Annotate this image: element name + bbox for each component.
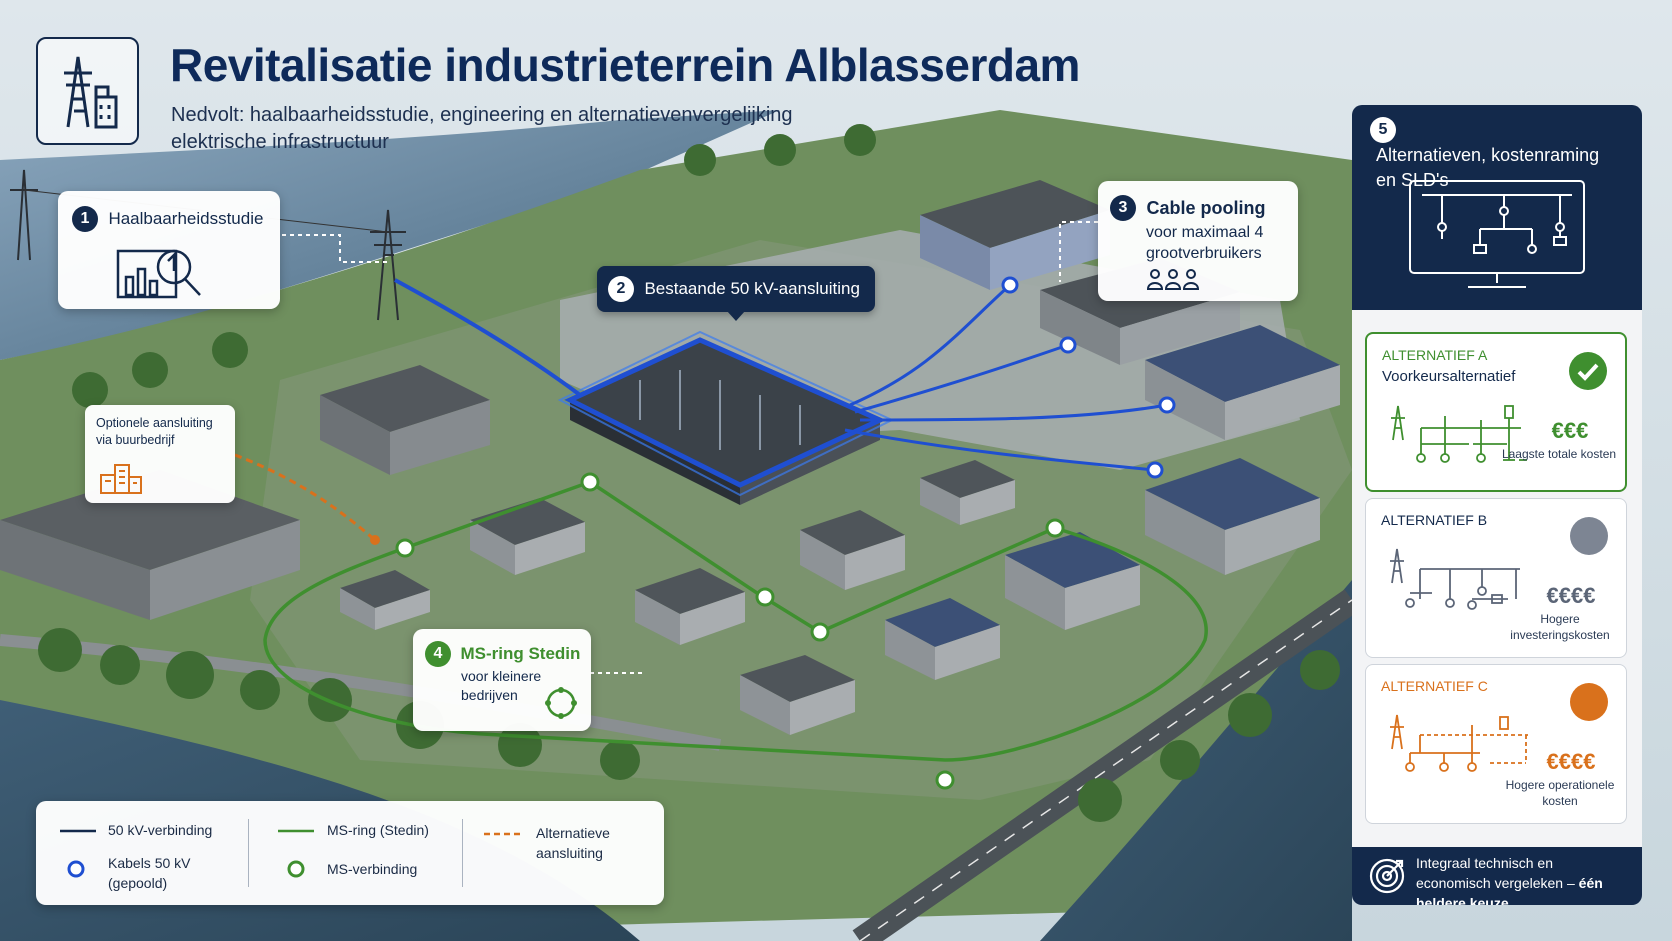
alternative-note: Hogere investeringskosten <box>1510 612 1610 642</box>
alternative-cost: €€€€ <box>1546 749 1596 774</box>
highway-marking <box>859 599 1353 941</box>
map-legend: 50 kV-verbinding Kabels 50 kV (gepoold) … <box>36 801 664 905</box>
callout-label: Haalbaarheidsstudie <box>108 209 264 228</box>
alternative-c-card: ALTERNATIEF C €€€€ Hogere operationele k… <box>1365 664 1627 824</box>
ms-ring <box>263 480 1208 762</box>
legend-label: 50 kV-verbinding <box>108 822 213 838</box>
page-title: Revitalisatie industrieterrein Alblasser… <box>170 39 1080 91</box>
legend-circle-green <box>287 860 305 878</box>
building <box>920 460 1015 525</box>
building <box>320 365 490 475</box>
step-number: 1 <box>72 206 98 232</box>
building <box>740 655 855 735</box>
footer-text: Integraal technisch en economisch vergel… <box>1416 855 1579 891</box>
legend-line-ms-ring <box>278 829 314 833</box>
alternative-b-card: ALTERNATIEF B €€€€ Hogere investeringsko… <box>1365 498 1627 658</box>
callout-label: Optionele aansluiting via buurbedrijf <box>96 416 213 447</box>
callout-title: Cable pooling <box>1146 197 1266 218</box>
cable-endpoint <box>1001 276 1176 479</box>
building <box>340 570 430 630</box>
building <box>470 498 585 575</box>
step-number: 4 <box>425 641 451 667</box>
alternative-connection <box>234 453 376 542</box>
footer-emphasis: één heldere keuze. <box>1416 875 1603 905</box>
building <box>800 510 905 590</box>
legend-line-alternative <box>484 832 524 836</box>
alternative-note: Laagste totale kosten <box>1501 447 1617 461</box>
status-dot <box>1570 683 1608 721</box>
ring-icon <box>545 687 577 719</box>
callout-feasibility: 1 Haalbaarheidsstudie <box>58 191 280 309</box>
callout-cable-pooling: 3 Cable pooling voor maximaal 4 grootver… <box>1098 181 1298 301</box>
legend-label: MS-verbinding <box>327 861 418 877</box>
pylon-building-icon <box>64 56 118 129</box>
panel-footer: Integraal technisch en economisch vergel… <box>1416 853 1631 905</box>
callout-ms-ring: 4 MS-ring Stedin voor kleinere bedrijven <box>413 629 591 731</box>
alternative-name: ALTERNATIEF A <box>1382 347 1488 363</box>
building <box>1145 458 1320 575</box>
legend-label: Alternatieve aansluiting <box>536 825 610 861</box>
check-icon <box>1569 352 1607 390</box>
alternative-description: Voorkeursalternatief <box>1382 368 1516 385</box>
panel-header: 5 Alternatieven, kostenraming en SLD's <box>1370 117 1630 193</box>
callout-optional-connection: Optionele aansluiting via buurbedrijf <box>85 405 235 503</box>
target-icon <box>1369 858 1405 894</box>
building <box>635 568 745 645</box>
step-number: 2 <box>608 276 634 302</box>
users-icon <box>1146 269 1200 290</box>
step-number: 3 <box>1110 195 1136 221</box>
callout-label: Bestaande 50 kV-aansluiting <box>644 279 860 298</box>
road <box>0 634 722 751</box>
callout-title: MS-ring Stedin <box>460 644 581 663</box>
callout-body: voor kleinere bedrijven <box>461 668 542 703</box>
building <box>920 180 1110 290</box>
alternatives-panel: 5 Alternatieven, kostenraming en SLD's A… <box>1352 105 1642 905</box>
single-line-diagram-icon <box>1390 548 1520 610</box>
alternative-node <box>370 535 380 545</box>
single-line-diagram-icon <box>1391 405 1527 463</box>
alternative-name: ALTERNATIEF B <box>1381 512 1488 528</box>
panel-body: ALTERNATIEF A Voorkeursalternatief <box>1352 310 1642 847</box>
legend-label: MS-ring (Stedin) <box>327 822 429 838</box>
logo <box>36 37 139 145</box>
monitor-sld-icon <box>1409 180 1585 288</box>
single-line-diagram-icon <box>1390 714 1528 772</box>
building <box>885 598 1000 680</box>
alternative-cost: €€€ <box>1551 418 1589 443</box>
step-number: 5 <box>1370 117 1396 143</box>
ms-node <box>395 472 1065 790</box>
alternative-name: ALTERNATIEF C <box>1381 678 1488 694</box>
callout-body: voor maximaal 4 grootverbruikers <box>1146 224 1264 262</box>
river-right <box>1040 580 1352 941</box>
cable-pooling-lines <box>394 278 1168 472</box>
status-dot <box>1570 517 1608 555</box>
alternative-cost: €€€€ <box>1546 583 1596 608</box>
alternative-a-card: ALTERNATIEF A Voorkeursalternatief <box>1365 332 1627 492</box>
legend-label: Kabels 50 kV (gepoold) <box>108 855 191 891</box>
legend-divider <box>248 819 249 887</box>
legend-circle-blue <box>67 860 85 878</box>
callout-existing-connection: 2 Bestaande 50 kV-aansluiting <box>597 266 875 321</box>
building <box>1005 532 1140 630</box>
legend-line-50kv <box>60 829 96 833</box>
panel-title: Alternatieven, kostenraming en SLD's <box>1376 145 1600 190</box>
page-subtitle: Nedvolt: haalbaarheidsstudie, engineerin… <box>171 104 793 153</box>
building-icon <box>100 464 142 494</box>
alternative-note: Hogere operationele kosten <box>1505 778 1615 808</box>
chart-magnifier-icon <box>116 249 201 299</box>
legend-divider <box>462 819 463 887</box>
building <box>1145 325 1340 440</box>
callout-pointer <box>727 311 745 321</box>
